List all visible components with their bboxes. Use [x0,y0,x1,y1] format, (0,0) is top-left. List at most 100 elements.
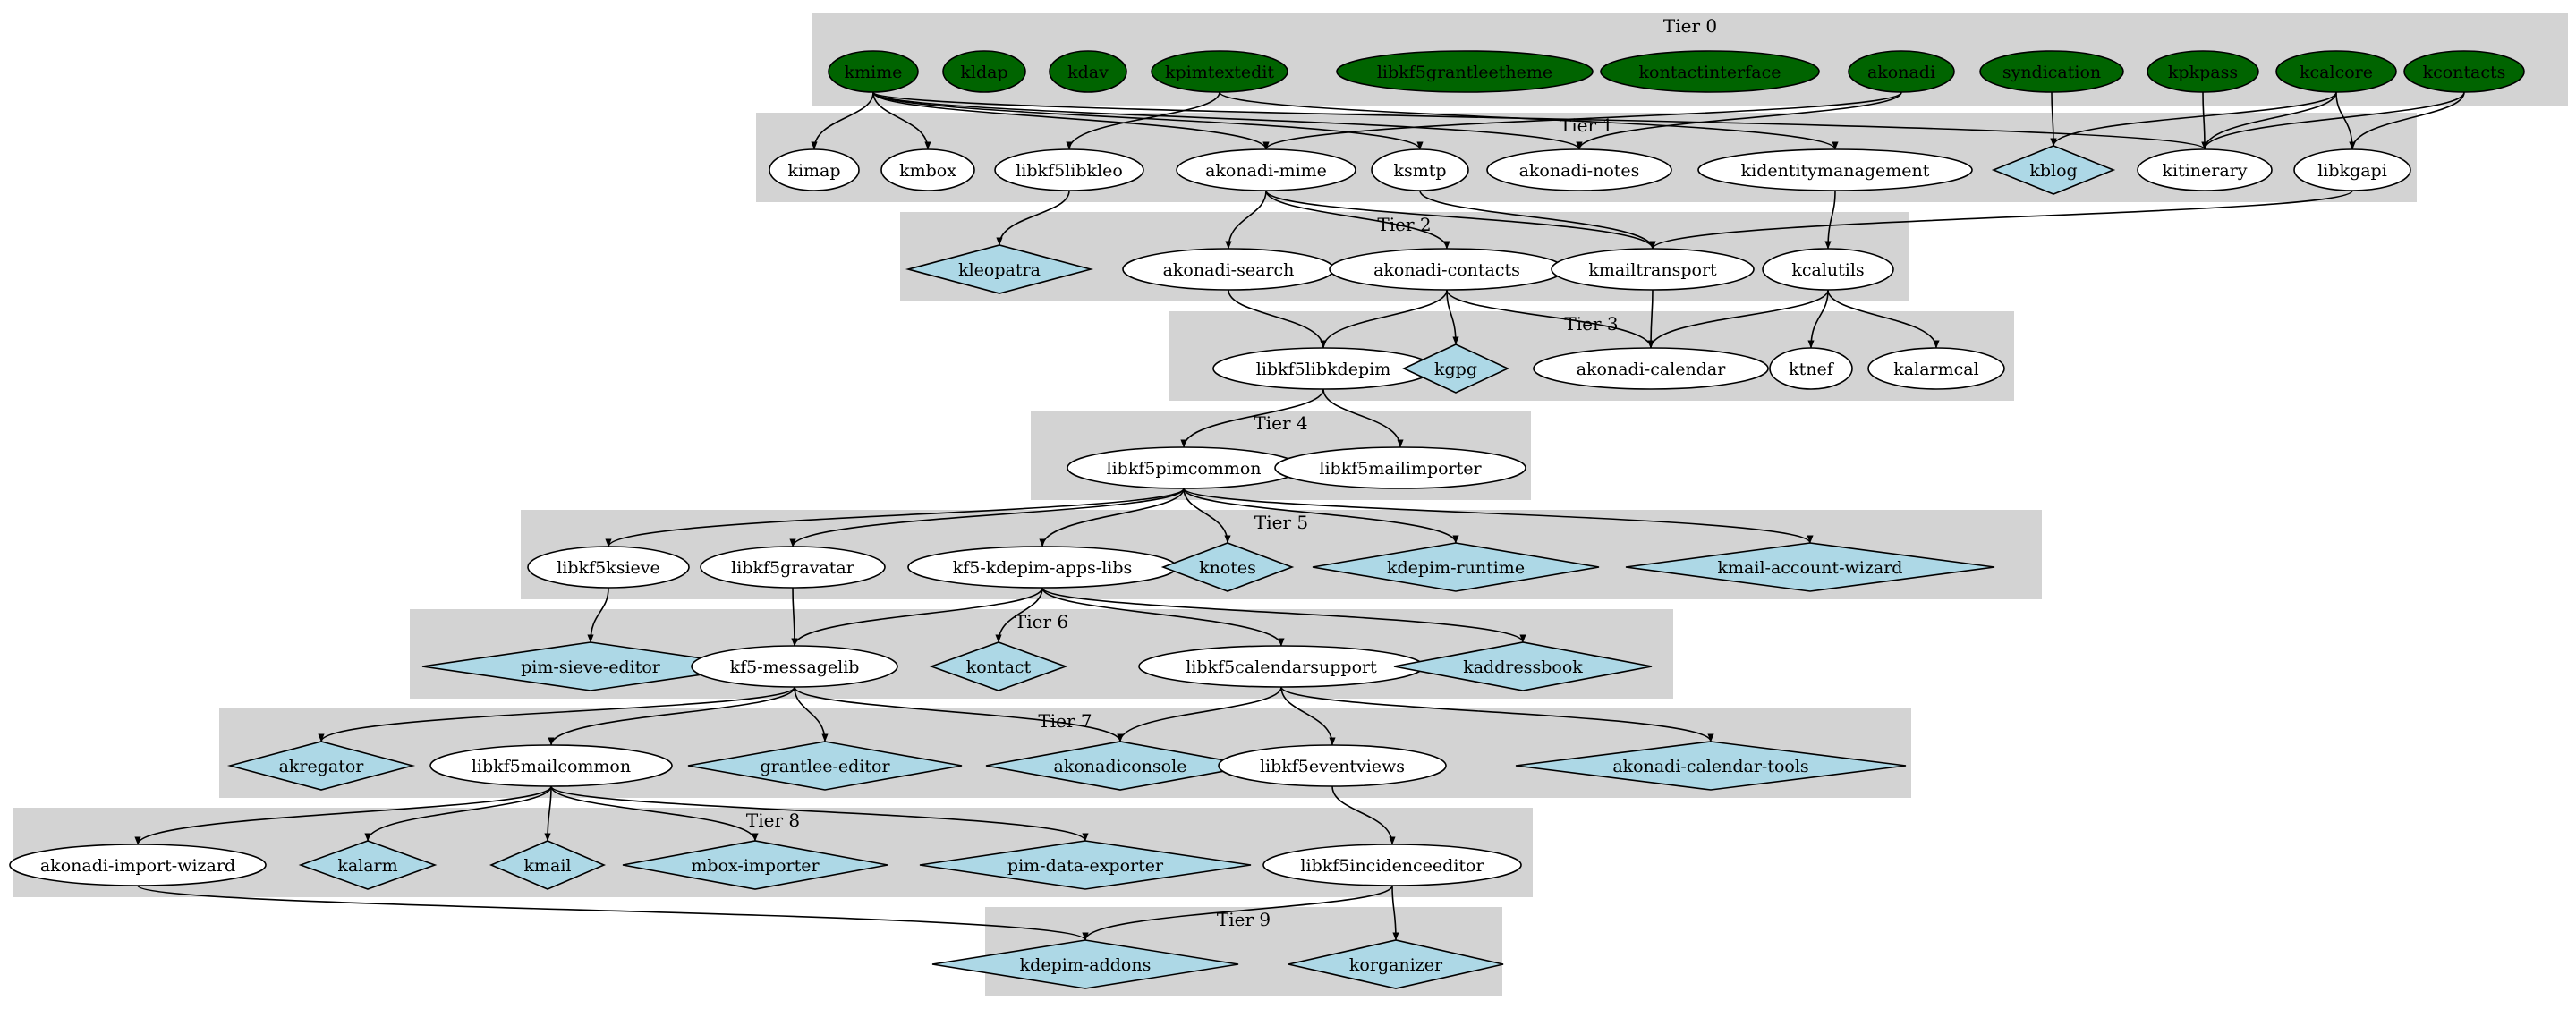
edge-libkf5pimcommon-to-libkf5ksieve [605,488,1185,547]
node-libkf5eventviews: libkf5eventviews [1218,744,1447,787]
edge-libkf5ksieve-to-pim-sieve-editor [587,587,609,643]
ellipse-shape [769,148,860,191]
node-label: libkf5gravatar [731,558,855,578]
edge-akonadi-mime-to-kmailtransport [1265,190,1656,250]
edge-akonadi-mime-to-akonadi-search [1225,190,1267,250]
diamond-shape [622,840,888,890]
node-label: kgpg [1434,360,1477,379]
edge-libkf5incidenceeditor-to-korganizer [1391,885,1399,941]
node-kcontacts: kcontacts [2403,50,2525,93]
edge-ksmtp-to-kmailtransport [1419,190,1656,250]
node-label: pim-data-exporter [1007,856,1164,876]
node-kontact: kontact [929,641,1068,691]
node-label: kcalcore [2300,63,2373,82]
ellipse-shape [1867,347,2005,390]
node-label: kidentitymanagement [1741,161,1930,181]
diamond-shape [1402,343,1509,394]
ellipse-shape [1533,347,1769,390]
ellipse-shape [1336,50,1594,93]
node-akonadi: akonadi [1848,50,1955,93]
ellipse-shape [1600,50,1820,93]
diamond-shape [1160,542,1295,592]
diamond-shape [929,641,1068,691]
node-akonadi-notes: akonadi-notes [1486,148,1672,191]
edge-kcalcore-to-kblog [2050,91,2337,147]
node-label: kontactinterface [1639,63,1781,82]
node-label: kitinerary [2162,161,2247,181]
node-label: akonadi-import-wizard [40,856,235,876]
node-syndication: syndication [1979,50,2124,93]
node-label: syndication [2002,63,2101,82]
edge-libkf5mailcommon-to-kalarm [364,785,552,842]
node-kdepim-addons: kdepim-addons [931,939,1239,989]
edge-libkf5mailcommon-to-akonadi-import-wizard [134,785,552,845]
node-kcalutils: kcalutils [1762,248,1894,291]
ellipse-shape [1274,446,1526,489]
ellipse-shape [2137,148,2273,191]
node-label: kcalutils [1791,260,1864,280]
edge-libkf5libkleo-to-kleopatra [996,190,1070,246]
node-akregator: akregator [226,741,416,791]
node-label: libkf5mailcommon [472,757,631,776]
ellipse-shape [1697,148,1973,191]
edge-kcalutils-to-akonadi-calendar [1647,289,1829,349]
node-label: kalarmcal [1893,360,1978,379]
ellipse-shape [2275,50,2397,93]
ellipse-shape [994,148,1144,191]
edge-kf5-messagelib-to-akonadiconsole [794,686,1124,742]
edge-libkf5pimcommon-to-kf5-kdepim-apps-libs [1039,488,1185,547]
node-akonadi-search: akonadi-search [1122,248,1335,291]
edge-kidentitymanagement-to-kcalutils [1824,190,1836,250]
node-kpimtextedit: kpimtextedit [1151,50,1288,93]
edge-kcontacts-to-kitinerary [2201,91,2465,150]
edge-kf5-messagelib-to-libkf5mailcommon [548,686,795,746]
ellipse-shape [880,148,975,191]
edge-libkf5pimcommon-to-kmail-account-wizard [1183,488,1814,544]
ellipse-shape [2293,148,2411,191]
ellipse-shape [1979,50,2124,93]
node-label: libkgapi [2317,161,2387,181]
edge-libkf5mailcommon-to-kmail [544,785,552,842]
node-kmailtransport: kmailtransport [1551,248,1755,291]
ellipse-shape [1848,50,1955,93]
ellipse-shape [1762,248,1894,291]
node-kcalcore: kcalcore [2275,50,2397,93]
node-label: libkf5libkdepim [1256,360,1390,379]
edge-kpimtextedit-to-libkf5libkleo [1066,91,1220,150]
node-label: korganizer [1349,955,1443,975]
edge-kcontacts-to-libkgapi [2349,91,2465,150]
node-libkf5incidenceeditor: libkf5incidenceeditor [1262,844,1522,886]
node-kblog: kblog [1991,145,2116,195]
node-label: ktnef [1789,360,1835,379]
edge-kf5-messagelib-to-grantlee-editor [794,686,829,742]
ellipse-shape [1551,248,1755,291]
node-label: kmail-account-wizard [1718,558,1903,578]
ellipse-shape [700,546,886,589]
node-label: akonadi-notes [1519,161,1640,181]
node-kontactinterface: kontactinterface [1600,50,1820,93]
edge-kmailtransport-to-akonadi-calendar [1647,289,1654,349]
node-label: kdav [1067,63,1109,82]
diamond-shape [1625,542,1995,592]
edge-libkf5pimcommon-to-libkf5gravatar [789,488,1185,547]
node-kgpg: kgpg [1402,343,1509,394]
node-libkf5ksieve: libkf5ksieve [527,546,690,589]
edge-libkf5gravatar-to-kf5-messagelib [791,587,798,647]
tier-title: Tier 6 [1015,611,1068,632]
ellipse-shape [1262,844,1522,886]
ellipse-shape [1371,148,1469,191]
tier-title: Tier 8 [746,810,800,831]
node-kf5-messagelib: kf5-messagelib [691,645,898,688]
node-label: libkf5eventviews [1260,757,1405,776]
node-libkf5pimcommon: libkf5pimcommon [1067,446,1301,489]
node-akonadi-import-wizard: akonadi-import-wizard [9,844,267,886]
node-kldap: kldap [942,50,1026,93]
node-libkf5calendarsupport: libkf5calendarsupport [1138,645,1424,688]
edge-kmime-to-akonadi-notes [872,91,1583,150]
diamond-shape [1393,641,1653,691]
diamond-shape [298,840,438,890]
diamond-shape [1288,939,1504,989]
node-kitinerary: kitinerary [2137,148,2273,191]
node-kaddressbook: kaddressbook [1393,641,1653,691]
edge-akonadi-contacts-to-kgpg [1446,289,1459,345]
